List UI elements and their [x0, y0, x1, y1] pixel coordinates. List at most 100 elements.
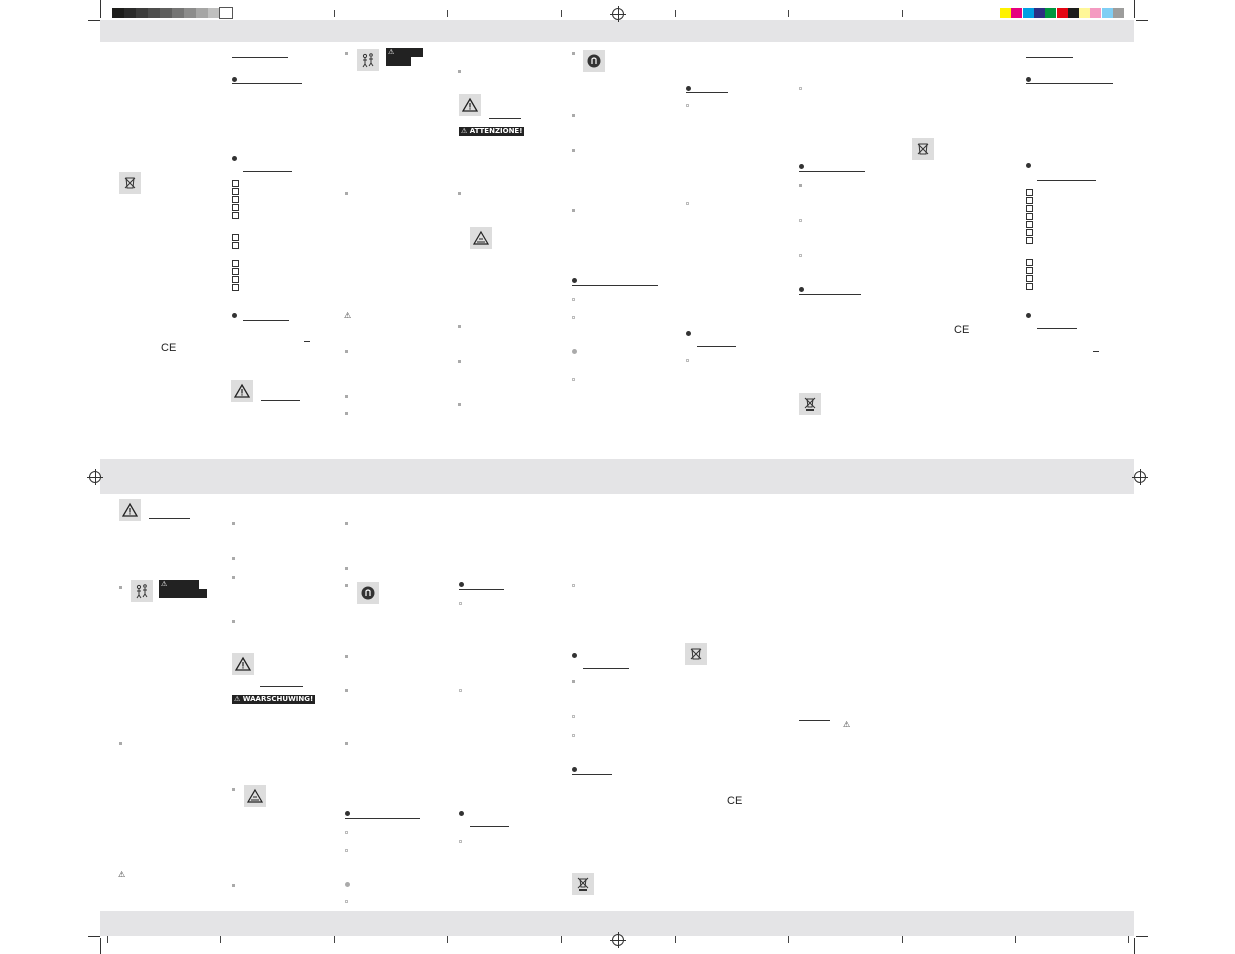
list-marker-outline [572, 715, 575, 718]
section-underline [1026, 83, 1113, 84]
bottom-band [100, 911, 1134, 936]
warning-triangle-icon [459, 94, 481, 116]
warning-small-icon: ⚠ [344, 311, 352, 320]
registration-mark-icon [610, 932, 626, 948]
checkbox-item [232, 196, 239, 203]
grey-swatch [124, 8, 136, 18]
list-marker [458, 70, 461, 73]
list-marker [458, 360, 461, 363]
list-marker [345, 395, 348, 398]
column-tick [675, 936, 676, 943]
section-underline [149, 518, 190, 519]
section-underline [470, 826, 509, 827]
checkbox-item [1026, 283, 1033, 290]
checkbox-item [232, 212, 239, 219]
warning-label-box: ⚠ [386, 48, 423, 57]
list-marker [572, 52, 575, 55]
checkbox-item [1026, 189, 1033, 196]
checkbox-item [1026, 259, 1033, 266]
section-underline [459, 589, 504, 590]
crop-mark [88, 936, 100, 937]
section-underline [260, 686, 303, 687]
list-marker [572, 114, 575, 117]
list-marker [345, 567, 348, 570]
registration-mark-icon [1132, 469, 1148, 485]
ce-mark: CE [954, 324, 970, 336]
grey-swatch [148, 8, 160, 18]
color-swatch [1067, 8, 1079, 18]
list-marker-outline [459, 840, 462, 843]
ce-mark: CE [727, 795, 743, 807]
color-swatch [1056, 8, 1068, 18]
checkbox-item [232, 180, 239, 187]
middle-band [100, 459, 1134, 494]
list-marker [458, 192, 461, 195]
hot-surface-icon [583, 50, 605, 72]
section-bullet [345, 811, 350, 816]
tiny-mark [304, 341, 310, 342]
list-marker [119, 586, 122, 589]
list-marker [458, 403, 461, 406]
section-underline [345, 818, 420, 819]
crop-mark [1134, 0, 1135, 18]
crop-mark [1136, 936, 1148, 937]
recycle-icon [912, 138, 934, 160]
section-underline [799, 720, 830, 721]
checkbox-item [1026, 237, 1033, 244]
list-marker-outline [345, 900, 348, 903]
section-underline [1037, 328, 1077, 329]
warning-triangle-icon [232, 653, 254, 675]
color-swatch [1033, 8, 1045, 18]
color-swatch [1079, 8, 1091, 18]
crop-mark [88, 20, 100, 21]
child-danger-icon [357, 49, 379, 71]
list-marker [572, 680, 575, 683]
crop-mark [100, 938, 101, 954]
top-band [100, 20, 1134, 42]
column-tick [561, 10, 562, 17]
list-marker-outline [686, 104, 689, 107]
list-marker [572, 209, 575, 212]
section-bullet [799, 164, 804, 169]
warning-small-icon: ⚠ [118, 870, 126, 879]
checkbox-item [232, 260, 239, 267]
checkbox-item [1026, 275, 1033, 282]
section-bullet [232, 77, 237, 82]
checkbox-item [232, 268, 239, 275]
list-marker-outline [459, 689, 462, 692]
section-bullet [572, 349, 577, 354]
list-marker [572, 149, 575, 152]
registration-mark-icon [610, 6, 626, 22]
warning-triangle-icon [231, 380, 253, 402]
weee-bin-icon [799, 393, 821, 415]
list-marker-outline [799, 254, 802, 257]
grey-swatch [172, 8, 184, 18]
section-bullet [572, 653, 577, 658]
section-underline [261, 400, 300, 401]
warning-label-box [386, 57, 411, 66]
no-charger-icon [244, 785, 266, 807]
section-underline [232, 57, 288, 58]
crop-mark [1136, 20, 1148, 21]
section-underline [799, 171, 865, 172]
warning-label-box: ⚠ [159, 580, 199, 589]
no-charger-icon [470, 227, 492, 249]
checkbox-item [1026, 221, 1033, 228]
checkbox-item [232, 204, 239, 211]
section-bullet [1026, 313, 1031, 318]
tiny-mark [1093, 351, 1099, 352]
list-marker-outline [572, 316, 575, 319]
column-tick [1015, 936, 1016, 943]
column-tick [1128, 936, 1129, 943]
section-bullet [799, 287, 804, 292]
list-marker [232, 557, 235, 560]
checkbox-item [232, 234, 239, 241]
list-marker [345, 350, 348, 353]
recycle-icon [685, 643, 707, 665]
section-underline [799, 294, 861, 295]
section-underline [572, 774, 612, 775]
grey-swatch [208, 8, 220, 18]
column-tick [788, 10, 789, 17]
section-underline [1026, 57, 1073, 58]
list-marker [345, 655, 348, 658]
